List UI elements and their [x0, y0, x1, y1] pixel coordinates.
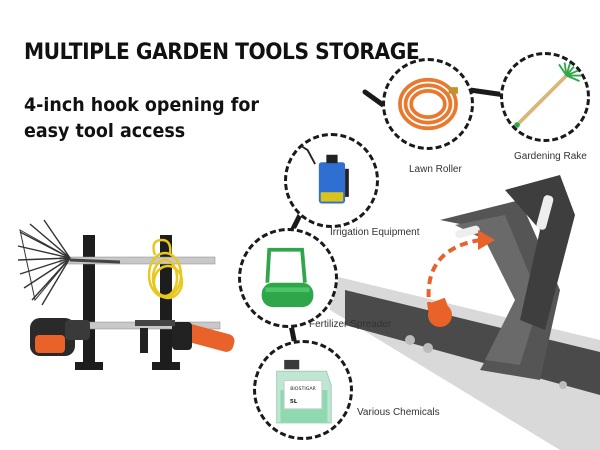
bubble-gardening-rake	[500, 52, 590, 142]
bubble-fertilizer-spreader	[238, 228, 338, 328]
hose-reel-icon	[398, 77, 458, 131]
rotation-arrow-icon	[426, 230, 495, 311]
label-irrigation-equipment: Irrigation Equipment	[330, 227, 420, 238]
rake-icon	[514, 62, 582, 128]
chemical-jug-icon: BIOSTIGAR 5L	[276, 359, 332, 424]
headline: MULTIPLE GARDEN TOOLS STORAGE	[24, 40, 420, 65]
bracket-hook-icon	[330, 175, 600, 450]
bubble-irrigation-equipment	[284, 133, 379, 228]
label-gardening-rake: Gardening Rake	[514, 151, 587, 162]
jug-volume: 5L	[290, 399, 298, 405]
backpack-sprayer-icon	[299, 144, 349, 204]
subheadline-line-2: easy tool access	[24, 120, 186, 142]
lawn-roller-icon	[261, 247, 314, 308]
label-lawn-roller: Lawn Roller	[409, 164, 462, 175]
bubble-lawn-roller	[382, 58, 474, 150]
wall-rack-icon	[17, 219, 235, 370]
subheadline-line-1: 4-inch hook opening for	[24, 94, 260, 116]
bubble-various-chemicals: BIOSTIGAR 5L	[253, 340, 353, 440]
jug-brand: BIOSTIGAR	[290, 386, 316, 392]
subheadline: 4-inch hook opening for easy tool access	[24, 92, 259, 144]
label-various-chemicals: Various Chemicals	[357, 407, 440, 418]
label-fertilizer-spreader: Fertilizer Spreader	[309, 319, 392, 330]
